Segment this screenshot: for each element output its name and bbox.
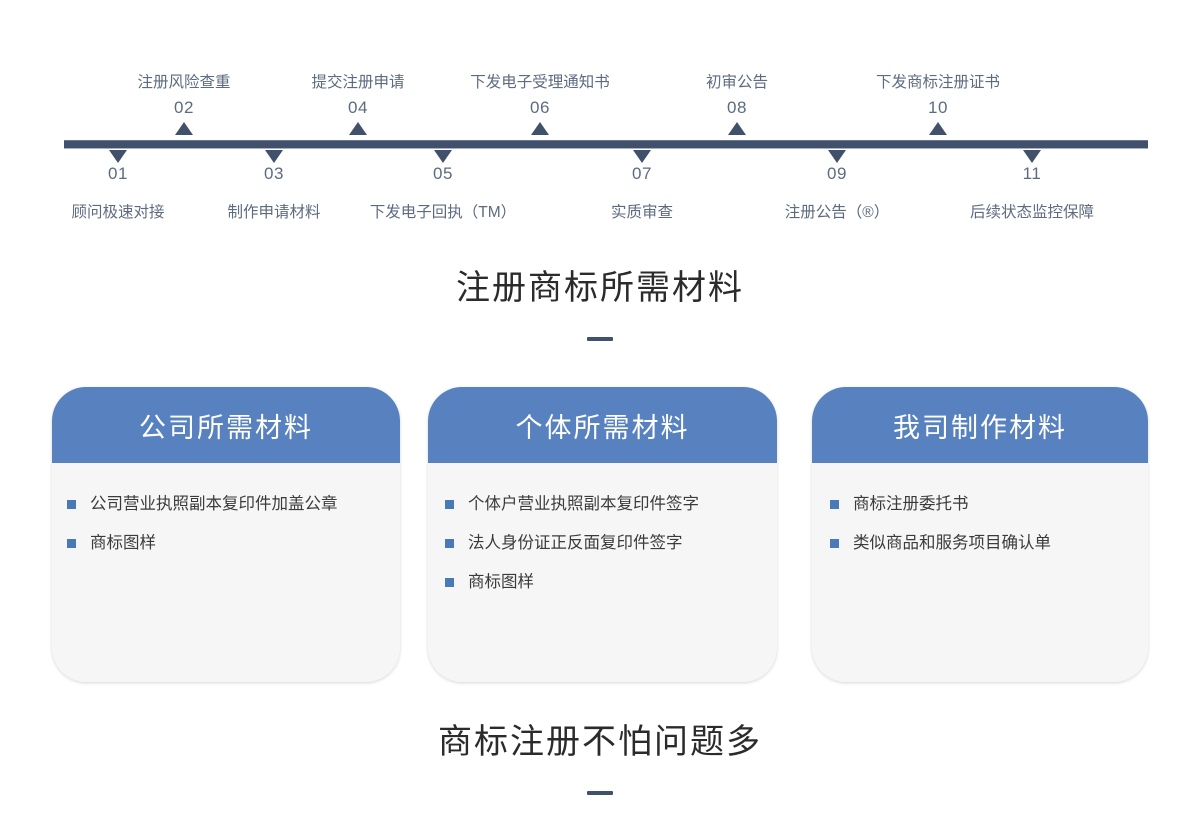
timeline-step-label: 下发电子受理通知书 [470, 74, 610, 91]
triangle-down-icon [265, 150, 283, 163]
triangle-down-icon [109, 150, 127, 163]
timeline-bar [64, 140, 1148, 149]
timeline-step-number: 04 [348, 98, 368, 117]
card-header-our-firm: 我司制作材料 [812, 387, 1148, 463]
page-subtitle: 商标注册不怕问题多 [438, 723, 762, 761]
list-item-label: 公司营业执照副本复印件加盖公章 [90, 495, 338, 513]
list-item-label: 商标注册委托书 [853, 495, 969, 513]
triangle-up-icon [175, 122, 193, 135]
triangle-up-icon [728, 122, 746, 135]
triangle-down-icon [633, 150, 651, 163]
triangle-down-icon [1023, 150, 1041, 163]
card-our-firm-materials: 我司制作材料 商标注册委托书 类似商品和服务项目确认单 [812, 387, 1148, 682]
card-title-company: 公司所需材料 [139, 412, 313, 443]
timeline-step-label: 顾问极速对接 [71, 204, 165, 221]
card-individual-materials: 个体所需材料 个体户营业执照副本复印件签字 法人身份证正反面复印件签字 商标图样 [428, 387, 777, 682]
triangle-down-icon [434, 150, 452, 163]
bullet-square-icon [830, 539, 839, 549]
card-title-our-firm: 我司制作材料 [893, 412, 1067, 443]
timeline-step-number: 10 [928, 98, 948, 117]
registration-process-timeline: 01 顾问极速对接 02 注册风险查重 03 制作申请材料 04 提交注册申请 05 下发电子回执… [0, 0, 1200, 240]
timeline-step-number: 05 [433, 164, 453, 183]
page-title: 注册商标所需材料 [456, 269, 744, 307]
materials-card-group: 公司所需材料 公司营业执照副本复印件加盖公章 商标图样 个体所需材料 个体户营业… [0, 387, 1200, 687]
timeline-step-label: 实质审查 [610, 204, 674, 221]
triangle-up-icon [531, 122, 549, 135]
timeline-step-label: 初审公告 [705, 74, 769, 91]
card-body-our-firm: 商标注册委托书 类似商品和服务项目确认单 [812, 463, 1148, 555]
triangle-up-icon [349, 122, 367, 135]
list-item: 类似商品和服务项目确认单 [830, 532, 1148, 555]
timeline-step-label: 提交注册申请 [311, 74, 405, 91]
card-body-individual: 个体户营业执照副本复印件签字 法人身份证正反面复印件签字 商标图样 [428, 463, 777, 594]
bullet-square-icon [445, 578, 454, 588]
triangle-up-icon [929, 122, 947, 135]
timeline-step-label: 注册风险查重 [137, 74, 231, 91]
timeline-step-label: 下发商标注册证书 [875, 74, 1001, 91]
section-heading-questions: 商标注册不怕问题多 [0, 722, 1200, 795]
timeline-step-number: 06 [530, 98, 550, 117]
list-item: 公司营业执照副本复印件加盖公章 [67, 493, 400, 516]
bullet-square-icon [67, 539, 76, 549]
timeline-step-number: 11 [1022, 164, 1042, 183]
list-item: 商标图样 [67, 532, 400, 555]
timeline-step-number: 07 [632, 164, 652, 183]
list-item-label: 商标图样 [90, 534, 156, 553]
timeline-step-number: 03 [264, 164, 284, 183]
bullet-square-icon [67, 500, 76, 509]
card-body-company: 公司营业执照副本复印件加盖公章 商标图样 [52, 463, 400, 555]
timeline-step-number: 09 [827, 164, 847, 183]
list-item: 个体户营业执照副本复印件签字 [445, 493, 777, 516]
timeline-step-number: 08 [727, 98, 747, 117]
card-title-individual: 个体所需材料 [515, 412, 690, 443]
section-heading-materials: 注册商标所需材料 [0, 268, 1200, 341]
list-item-label: 类似商品和服务项目确认单 [853, 534, 1051, 553]
bullet-square-icon [830, 500, 839, 509]
list-item: 法人身份证正反面复印件签字 [445, 532, 777, 555]
timeline-step-label: 后续状态监控保障 [969, 204, 1095, 221]
card-header-company: 公司所需材料 [52, 387, 400, 463]
heading-divider [587, 336, 613, 341]
card-company-materials: 公司所需材料 公司营业执照副本复印件加盖公章 商标图样 [52, 387, 400, 682]
timeline-step-label: 下发电子回执（TM） [369, 204, 517, 221]
timeline-step-number: 01 [108, 164, 128, 183]
card-header-individual: 个体所需材料 [428, 387, 777, 463]
timeline-step-number: 02 [174, 98, 194, 117]
bullet-square-icon [445, 500, 454, 509]
list-item: 商标注册委托书 [830, 493, 1148, 516]
heading-divider [587, 790, 613, 795]
list-item-label: 个体户营业执照副本复印件签字 [468, 495, 699, 513]
list-item-label: 法人身份证正反面复印件签字 [468, 534, 683, 553]
triangle-down-icon [828, 150, 846, 163]
timeline-step-label: 制作申请材料 [227, 204, 321, 221]
timeline-step-label: 注册公告（®） [784, 204, 890, 221]
bullet-square-icon [445, 539, 454, 549]
list-item-label: 商标图样 [468, 573, 534, 592]
list-item: 商标图样 [445, 571, 777, 594]
